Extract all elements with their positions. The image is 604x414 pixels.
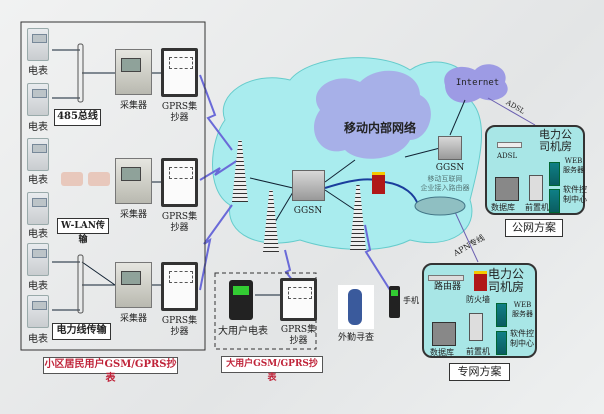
web-server-icon	[549, 162, 560, 186]
gprs-reader-icon	[161, 158, 198, 207]
collector-icon	[115, 158, 152, 204]
private-network-caption: 专网方案	[449, 363, 510, 381]
database-icon	[432, 322, 456, 346]
firewall-icon	[474, 271, 487, 291]
ggsn-switch-icon	[292, 170, 325, 201]
gprs-label-line: GPRS集	[161, 316, 198, 326]
meter-icon	[27, 138, 49, 171]
meter-icon	[27, 192, 49, 225]
wlan-router-icon	[61, 172, 83, 186]
gprs-label: GPRS集抄器	[158, 316, 201, 338]
soft-label-line: 制中心	[563, 195, 587, 204]
room-title-line: 司机房	[488, 280, 525, 294]
gprs-label-line: 抄器	[170, 223, 189, 233]
mobile-internal-network-label: 移动内部网络	[343, 121, 416, 135]
residential-caption: 小区居民用户GSM/GPRS抄表	[43, 357, 178, 384]
router-label: 路由器	[434, 282, 462, 292]
meter-icon	[27, 28, 49, 61]
meter-label: 电表	[28, 334, 48, 345]
internet-cloud	[444, 64, 508, 103]
ggsn-left-label: GGSN	[293, 206, 323, 216]
gprs-label: GPRS集抄器	[158, 212, 201, 234]
gprs-reader-icon	[161, 262, 198, 311]
big-user-caption: 大用户GSM/GPRS抄表	[221, 356, 323, 383]
web-label-line: WEB	[513, 301, 532, 309]
meter-label: 电表	[28, 175, 48, 186]
field-worker-icon	[338, 285, 374, 329]
gprs-reader-icon	[161, 48, 198, 97]
router-icon	[428, 275, 464, 281]
internal-cloud	[314, 70, 431, 159]
collector-label: 采集器	[119, 210, 147, 220]
firewall-label: 防火墙	[466, 295, 490, 304]
gprs-label-line: 抄器	[170, 113, 189, 123]
router-label-line: 移动互联网	[427, 175, 463, 183]
room-title-line: 司机房	[539, 140, 572, 153]
database-icon	[495, 177, 519, 201]
ggsn-right-label: GGSN	[435, 163, 465, 173]
meter-icon	[27, 243, 49, 276]
gprs-label-line: GPRS集	[161, 102, 198, 112]
front-end-label: 前置机	[466, 347, 490, 356]
powerline-label: 电力线传输	[52, 323, 111, 340]
meter-label: 电表	[28, 281, 48, 292]
mobile-phone-icon	[389, 286, 400, 318]
gprs-label-line: 抄器	[289, 336, 308, 346]
web-label-line: WEB	[564, 157, 583, 165]
front-end-label: 前置机	[525, 203, 549, 212]
soft-label-line: 制中心	[510, 339, 534, 348]
meter-icon	[27, 295, 49, 328]
gprs-label-line: 抄器	[170, 327, 189, 337]
gprs-label-line: GPRS集	[280, 325, 317, 335]
software-control-icon	[496, 331, 507, 355]
big-user-meter-icon	[229, 280, 253, 320]
router-label-line: 企业接入路由器	[420, 184, 470, 192]
big-user-meter-label: 大用户电表	[218, 326, 268, 337]
phone-label: 手机	[403, 296, 419, 305]
wlan-router-icon	[88, 172, 110, 186]
field-check-label: 外勤寻查	[337, 333, 374, 343]
ggsn-switch-icon	[438, 136, 462, 160]
wlan-label: W-LAN传输	[57, 218, 109, 245]
adsl-modem-icon	[497, 142, 522, 148]
soft-label-line: 软件控	[510, 329, 534, 338]
room-title-line: 电力公	[539, 128, 572, 141]
collector-label: 采集器	[119, 314, 147, 324]
bus-485-label: 485总线	[54, 109, 101, 126]
room-title-line: 电力公	[488, 267, 525, 281]
meter-label: 电表	[28, 229, 48, 240]
front-end-server-icon	[469, 313, 483, 341]
gprs-label: GPRS集抄器	[158, 102, 201, 124]
soft-label-line: 软件控	[563, 185, 587, 194]
gprs-label-line: GPRS集	[161, 212, 198, 222]
firewall-icon	[372, 172, 385, 194]
collector-icon	[115, 262, 152, 308]
database-label: 数据库	[491, 203, 515, 212]
meter-label: 电表	[28, 122, 48, 133]
collector-label: 采集器	[119, 101, 147, 111]
web-server-icon	[496, 303, 507, 327]
software-control-icon	[549, 189, 560, 213]
gprs-label: GPRS集抄器	[277, 325, 320, 347]
public-network-caption: 公网方案	[505, 219, 563, 237]
internet-label: Internet	[455, 78, 500, 88]
meter-icon	[27, 83, 49, 116]
database-label: 数据库	[430, 348, 454, 357]
collector-icon	[115, 49, 152, 95]
web-label-line: 服务器	[512, 310, 533, 318]
front-end-server-icon	[529, 175, 543, 201]
meter-label: 电表	[28, 66, 48, 77]
web-label-line: 服务器	[563, 166, 584, 174]
gprs-reader-icon	[280, 278, 317, 321]
adsl-label: ADSL	[497, 152, 518, 160]
